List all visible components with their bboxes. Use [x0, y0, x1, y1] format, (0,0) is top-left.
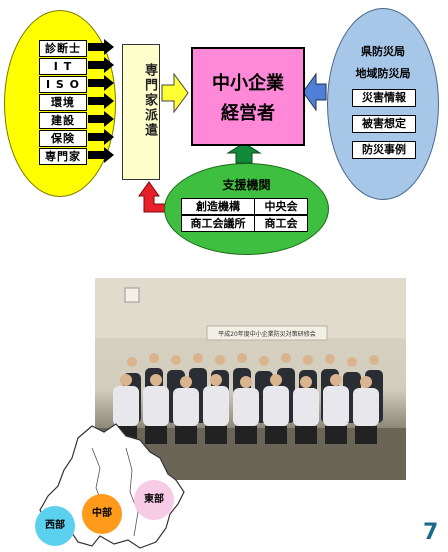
expert-item-hoken: 保険	[39, 130, 87, 147]
arrow-right-icon	[88, 129, 114, 145]
expert-item-it: I T	[39, 58, 87, 75]
region-west: 西部	[35, 506, 75, 546]
disaster-item-estimate: 被害想定	[352, 115, 416, 133]
expert-item-kensetsu: 建設	[39, 112, 87, 129]
region-central: 中部	[82, 494, 122, 534]
arrow-right-icon	[88, 93, 114, 109]
disaster-item-info: 災害情報	[352, 89, 416, 107]
wall-clock-icon	[124, 287, 140, 303]
page-number: 7	[423, 520, 439, 545]
dispatch-label: 専門家派遣	[142, 63, 157, 138]
support-cell-shokokaigisho: 商工会議所	[181, 215, 255, 232]
arrow-blue-icon	[302, 72, 327, 112]
expert-item-kankyo: 環境	[39, 94, 87, 111]
arrow-yellow-icon	[161, 72, 189, 114]
support-cell-shokokai: 商工会	[254, 215, 308, 232]
support-oval: 支援機関 創造機構 中央会 商工会議所 商工会	[164, 163, 329, 255]
region-east: 東部	[134, 480, 174, 520]
group-photo-drawing: 平成20年度中小企業防災対策研修会	[95, 278, 406, 480]
expert-item-iso: I S O	[39, 76, 87, 93]
event-banner	[206, 325, 328, 341]
event-banner-text: 平成20年度中小企業防災対策研修会	[218, 330, 316, 338]
disaster-oval: 県防災局 地域防災局 災害情報 被害想定 防災事例	[327, 8, 439, 200]
expert-item-senmonka: 専門家	[39, 148, 87, 165]
disaster-item-cases: 防災事例	[352, 141, 416, 159]
prefecture-map	[39, 423, 185, 549]
manager-line1: 中小企業	[212, 73, 284, 94]
arrow-right-icon	[88, 57, 114, 73]
manager-box: 中小企業 経営者	[191, 47, 305, 146]
disaster-title-prefecture: 県防災局	[361, 45, 405, 58]
expert-item-shindanshi: 診断士	[39, 40, 87, 57]
support-title: 支援機関	[222, 178, 271, 192]
arrow-right-icon	[88, 39, 114, 55]
arrow-right-icon	[88, 111, 114, 127]
support-cell-chuoukai: 中央会	[254, 198, 308, 215]
disaster-title-regional: 地域防災局	[355, 67, 411, 80]
arrow-right-icon	[88, 75, 114, 91]
manager-line2: 経営者	[221, 103, 275, 124]
arrow-right-icon	[88, 147, 114, 163]
arrow-green-icon	[226, 142, 262, 164]
group-photo: 平成20年度中小企業防災対策研修会	[95, 278, 406, 480]
dispatch-box: 専門家派遣	[122, 44, 160, 180]
support-cell-souzou: 創造機構	[181, 198, 255, 215]
